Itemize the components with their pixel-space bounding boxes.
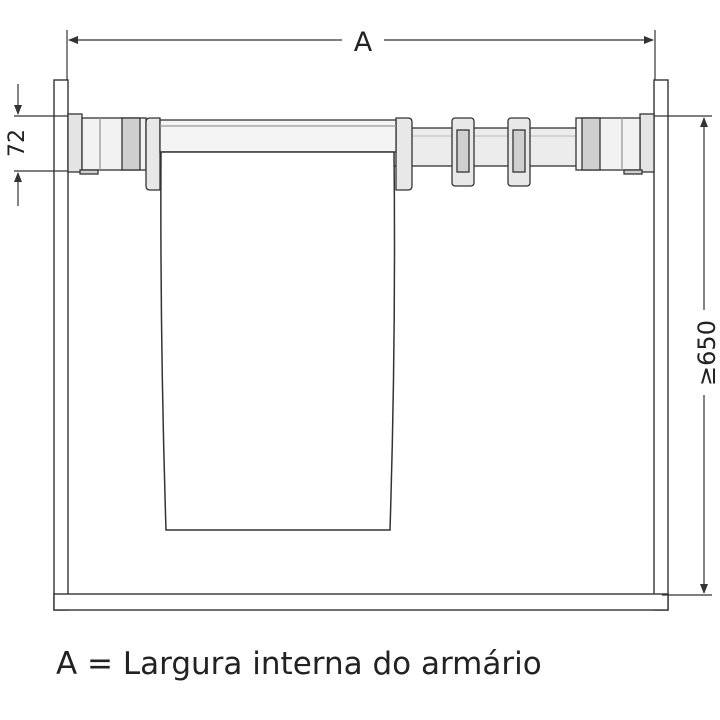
bottom-panel xyxy=(53,593,669,611)
right-mounting-bracket xyxy=(575,113,655,175)
right-side-panel xyxy=(653,79,669,611)
width-label-a: A xyxy=(354,27,373,58)
cabinet-body xyxy=(53,79,669,611)
bag-holder-frame xyxy=(145,117,413,191)
min-height-label: ≥650 xyxy=(693,320,720,386)
hook-1 xyxy=(451,117,475,187)
caption-legend: A = Largura interna do armário xyxy=(56,646,542,682)
width-dimension xyxy=(66,30,656,82)
hook-2 xyxy=(507,117,531,187)
laundry-bag xyxy=(160,151,396,531)
rail-height-dimension xyxy=(14,84,72,206)
min-height-dimension xyxy=(648,115,712,596)
left-mounting-bracket xyxy=(67,113,147,175)
left-side-panel xyxy=(53,79,69,611)
rail-height-label: 72 xyxy=(5,129,30,157)
